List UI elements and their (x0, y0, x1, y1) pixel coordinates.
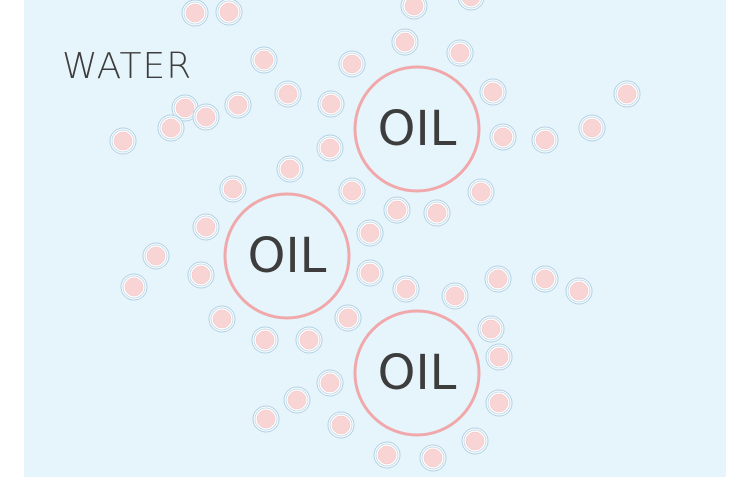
water-molecule (485, 389, 513, 417)
water-molecule (219, 175, 247, 203)
water-molecule (485, 343, 513, 371)
water-molecule (171, 94, 199, 122)
water-label: WATER (62, 46, 192, 87)
water-molecule (423, 199, 451, 227)
water-molecule (467, 178, 495, 206)
water-molecule (283, 386, 311, 414)
water-molecule (338, 50, 366, 78)
water-molecule (461, 427, 489, 455)
water-molecule (192, 103, 220, 131)
water-molecule (181, 0, 209, 27)
water-molecule (578, 114, 606, 142)
water-molecule (157, 114, 185, 142)
water-molecule (457, 0, 485, 11)
oil-droplet-1: OIL (353, 65, 481, 193)
water-molecule (383, 196, 411, 224)
water-molecule (251, 326, 279, 354)
water-molecule (274, 80, 302, 108)
water-molecule (484, 265, 512, 293)
water-molecule (391, 28, 419, 56)
water-molecule (109, 127, 137, 155)
oil-label-1: OIL (378, 101, 457, 157)
water-molecule (252, 405, 280, 433)
water-molecule (224, 91, 252, 119)
water-molecule (613, 80, 641, 108)
oil-label-3: OIL (378, 345, 457, 401)
water-molecule (400, 0, 428, 20)
water-molecule (419, 444, 447, 472)
water-molecule (441, 282, 469, 310)
water-molecule (531, 265, 559, 293)
water-molecule (192, 213, 220, 241)
water-molecule (489, 123, 517, 151)
water-molecule (565, 277, 593, 305)
water-molecule (295, 326, 323, 354)
oil-droplet-2: OIL (223, 192, 351, 320)
water-molecule (479, 78, 507, 106)
molecule-group (109, 0, 641, 472)
water-molecule (327, 411, 355, 439)
water-molecule (276, 155, 304, 183)
oil-droplet-3: OIL (353, 309, 481, 437)
water-molecule (316, 369, 344, 397)
water-molecule (356, 259, 384, 287)
water-molecule (531, 126, 559, 154)
water-molecule (120, 273, 148, 301)
water-molecule (334, 304, 362, 332)
oil-label-2: OIL (248, 228, 327, 284)
water-molecule (215, 0, 243, 26)
water-molecule (250, 46, 278, 74)
water-molecule (187, 261, 215, 289)
water-molecule (373, 441, 401, 469)
water-molecule (338, 177, 366, 205)
water-molecule (208, 305, 236, 333)
water-molecule (317, 90, 345, 118)
water-molecule (477, 315, 505, 343)
water-molecule (316, 134, 344, 162)
water-molecule (446, 39, 474, 67)
water-molecule (392, 275, 420, 303)
water-molecule (356, 219, 384, 247)
water-molecule (142, 242, 170, 270)
